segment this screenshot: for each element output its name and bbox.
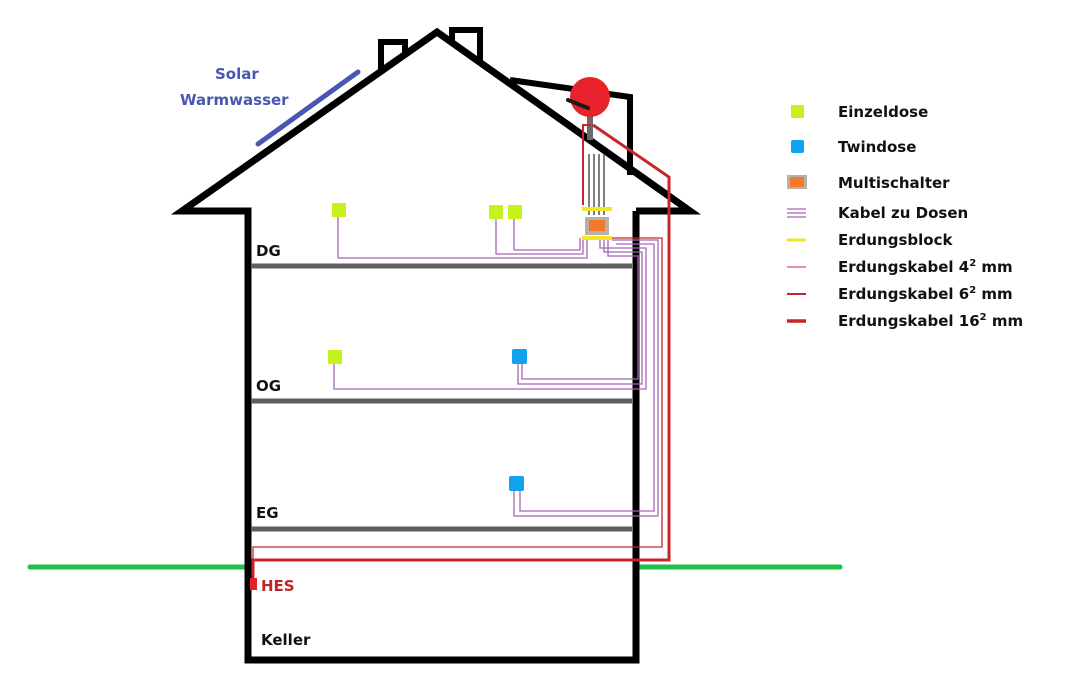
floor-label-dg: DG (256, 242, 281, 260)
chimney-left (378, 39, 408, 70)
twindose-og (512, 349, 527, 364)
legend-symbol-multischalter-inner (790, 177, 804, 187)
multischalter-inner (589, 220, 605, 231)
einzeldose-dg-3 (508, 205, 522, 219)
legend-label-multischalter: Multischalter (838, 174, 950, 192)
twindose-eg (509, 476, 524, 491)
legend-label-einzeldose: Einzeldose (838, 103, 928, 121)
floor-label-eg: EG (256, 504, 279, 522)
legend-label-erdung4: Erdungskabel 42 mm (838, 258, 1013, 276)
lnb-cables (588, 154, 605, 215)
hes-terminal (250, 578, 257, 590)
erdungsblock-top (582, 207, 612, 211)
legend: Einzeldose Twindose Multischalter Kabel … (787, 103, 1023, 330)
multischalter-assembly (582, 207, 612, 240)
solar-label-line2: Warmwasser (180, 91, 289, 109)
satellite-dish (570, 77, 610, 117)
legend-symbol-kabel (787, 208, 806, 218)
legend-label-twindose: Twindose (838, 138, 916, 156)
floor-label-og: OG (256, 377, 281, 395)
erdungsblock-bottom (582, 236, 612, 240)
einzeldose-dg-1 (332, 203, 346, 217)
solar-label-line1: Solar (215, 65, 259, 83)
coax-cables (333, 215, 659, 517)
house-walls (244, 211, 640, 664)
legend-label-erdung6: Erdungskabel 62 mm (838, 285, 1013, 303)
dish-lnb-arm (566, 98, 590, 110)
legend-label-erdungsblock: Erdungsblock (838, 231, 953, 249)
legend-symbol-twindose (791, 140, 804, 153)
legend-label-erdung16: Erdungskabel 162 mm (838, 312, 1023, 330)
legend-label-kabel: Kabel zu Dosen (838, 204, 968, 222)
einzeldose-dg-2 (489, 205, 503, 219)
hes-label: HES (261, 577, 295, 595)
einzeldose-og (328, 350, 342, 364)
legend-symbol-einzeldose (791, 105, 804, 118)
floor-label-keller: Keller (261, 631, 311, 649)
erdungskabel-4mm-block (252, 237, 663, 585)
chimney-right (449, 27, 483, 60)
solar-panel (255, 69, 361, 147)
erdungskabel-4mm (582, 124, 591, 205)
